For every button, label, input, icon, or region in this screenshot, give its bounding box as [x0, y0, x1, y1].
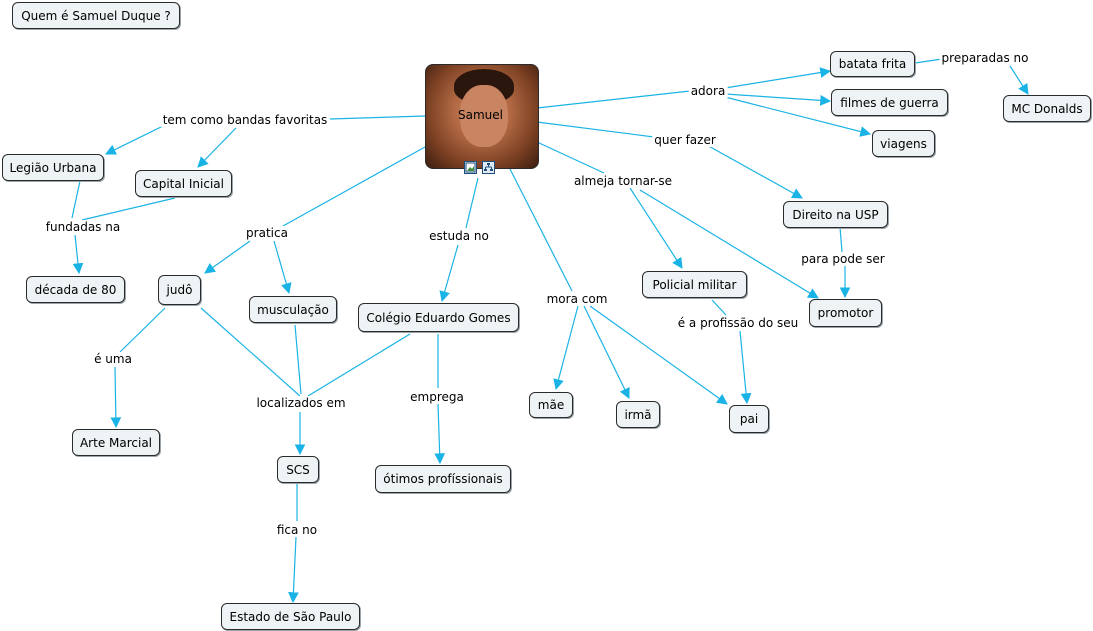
- node-otimos-profissionais[interactable]: ótimos profíssionais: [375, 465, 511, 493]
- node-mc-donalds[interactable]: MC Donalds: [1003, 95, 1091, 122]
- node-policial-militar[interactable]: Policial militar: [642, 271, 747, 298]
- node-direito-usp[interactable]: Direito na USP: [783, 201, 888, 228]
- link-emprega[interactable]: emprega: [408, 390, 466, 404]
- node-filmes-de-guerra[interactable]: filmes de guerra: [831, 89, 948, 116]
- node-pai[interactable]: pai: [729, 405, 769, 433]
- node-estado-sp[interactable]: Estado de São Paulo: [221, 603, 360, 630]
- node-label: irmã: [624, 407, 652, 422]
- node-label: Estado de São Paulo: [229, 609, 352, 624]
- link-quer-fazer[interactable]: quer fazer: [652, 133, 718, 147]
- title-box[interactable]: Quem é Samuel Duque ?: [12, 2, 180, 29]
- link-estuda-no[interactable]: estuda no: [427, 229, 491, 243]
- node-label: mãe: [537, 398, 565, 412]
- node-decada-80[interactable]: década de 80: [26, 276, 125, 303]
- node-judo[interactable]: judô: [158, 275, 201, 305]
- node-label: viagens: [880, 136, 927, 151]
- node-scs[interactable]: SCS: [277, 456, 319, 483]
- node-label: MC Donalds: [1011, 101, 1083, 116]
- link-fundadas-na[interactable]: fundadas na: [43, 220, 123, 234]
- image-icon[interactable]: [464, 161, 477, 174]
- link-mora-com[interactable]: mora com: [544, 292, 610, 306]
- link-e-uma[interactable]: é uma: [92, 352, 134, 366]
- center-label: Samuel: [458, 108, 503, 122]
- sitemap-icon[interactable]: [482, 161, 495, 174]
- photo-face: [460, 85, 508, 147]
- node-irma[interactable]: irmã: [616, 401, 660, 428]
- node-label: Legião Urbana: [9, 160, 97, 175]
- node-label: musculação: [257, 302, 329, 317]
- link-fica-no[interactable]: fica no: [274, 523, 320, 537]
- node-viagens[interactable]: viagens: [872, 130, 935, 157]
- node-colegio[interactable]: Colégio Eduardo Gomes: [358, 303, 519, 332]
- node-mae[interactable]: mãe: [529, 392, 573, 418]
- node-label: judô: [166, 283, 193, 297]
- link-adora[interactable]: adora: [688, 84, 728, 98]
- node-promotor[interactable]: promotor: [809, 299, 882, 327]
- node-label: Colégio Eduardo Gomes: [366, 310, 511, 325]
- link-tem-como-bandas[interactable]: tem como bandas favoritas: [160, 113, 330, 127]
- node-label: Policial militar: [652, 277, 737, 292]
- link-almeja[interactable]: almeja tornar-se: [571, 174, 675, 188]
- link-localizados-em[interactable]: localizados em: [254, 396, 348, 410]
- node-label: Direito na USP: [792, 207, 879, 222]
- node-musculacao[interactable]: musculação: [249, 296, 337, 323]
- node-label: ótimos profíssionais: [383, 472, 503, 486]
- node-arte-marcial[interactable]: Arte Marcial: [72, 429, 160, 456]
- node-label: pai: [739, 412, 759, 426]
- node-legiao-urbana[interactable]: Legião Urbana: [2, 154, 104, 181]
- link-pratica[interactable]: pratica: [244, 226, 290, 240]
- samuel-photo[interactable]: [425, 64, 539, 169]
- node-label: Capital Inicial: [143, 176, 224, 191]
- title-text: Quem é Samuel Duque ?: [21, 8, 171, 23]
- node-batata-frita[interactable]: batata frita: [830, 51, 915, 77]
- node-label: filmes de guerra: [840, 95, 939, 110]
- node-label: promotor: [817, 306, 874, 320]
- node-label: década de 80: [34, 282, 117, 297]
- link-preparadas-no[interactable]: preparadas no: [939, 51, 1031, 65]
- link-e-a-profissao[interactable]: é a profissão do seu: [675, 316, 801, 330]
- node-label: SCS: [286, 462, 310, 477]
- node-label: Arte Marcial: [79, 435, 153, 450]
- node-label: batata frita: [838, 57, 907, 71]
- node-capital-inicial[interactable]: Capital Inicial: [135, 170, 232, 197]
- link-para-pode-ser[interactable]: para pode ser: [799, 252, 887, 266]
